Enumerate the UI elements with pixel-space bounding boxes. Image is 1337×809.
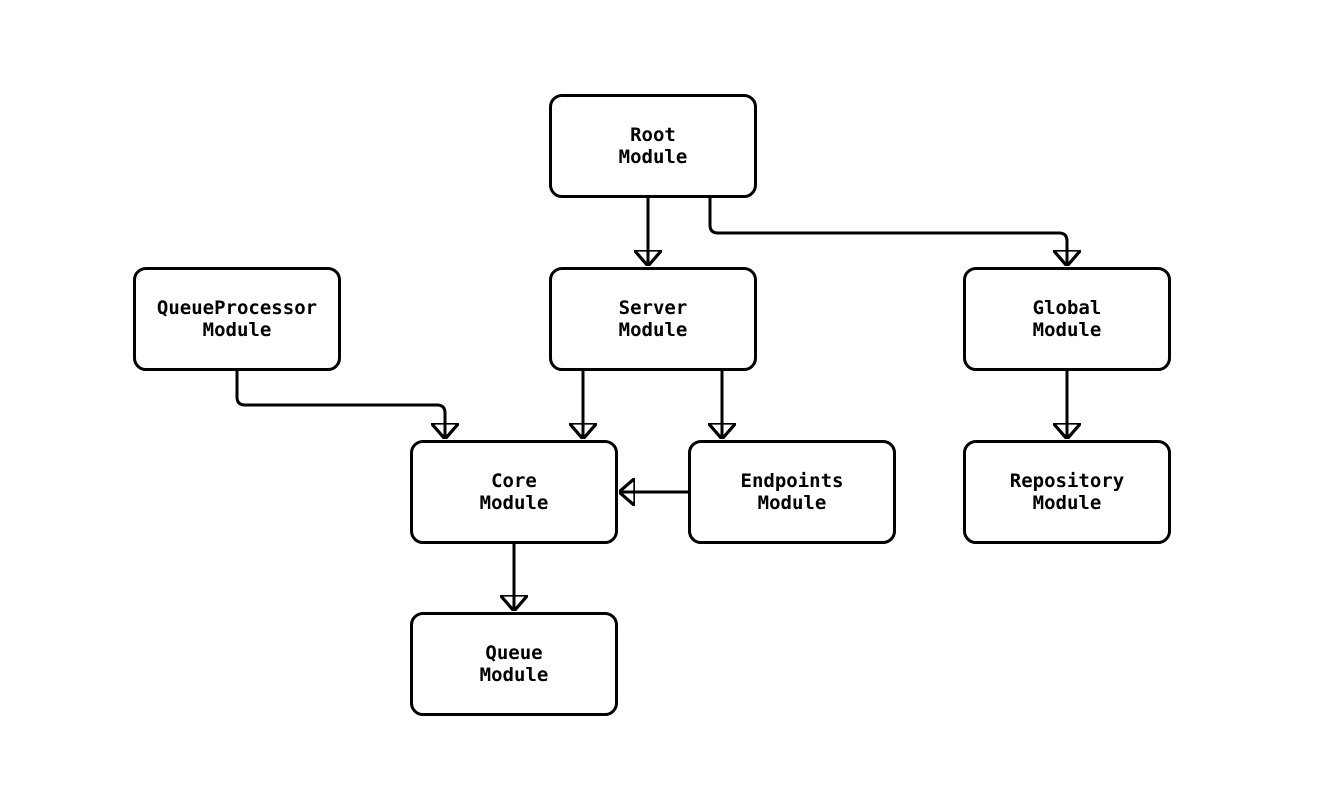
node-root-module: Root Module bbox=[549, 94, 757, 198]
node-label-line2: Module bbox=[618, 146, 688, 168]
node-label-line1: Global bbox=[1032, 297, 1102, 319]
node-label-line2: Module bbox=[1032, 492, 1102, 514]
node-queueprocessor-module: QueueProcessor Module bbox=[133, 267, 341, 371]
node-global-module: Global Module bbox=[963, 267, 1171, 371]
node-label-line2: Module bbox=[1032, 319, 1102, 341]
node-queue-module: Queue Module bbox=[410, 612, 618, 716]
node-label-line2: Module bbox=[479, 492, 549, 514]
node-label-line1: Root bbox=[630, 124, 676, 146]
node-label-line1: Endpoints bbox=[740, 470, 844, 492]
node-label-line1: QueueProcessor bbox=[156, 297, 318, 319]
node-label-line1: Server bbox=[618, 297, 688, 319]
node-core-module: Core Module bbox=[410, 440, 618, 544]
node-label-line2: Module bbox=[479, 664, 549, 686]
node-label-line1: Queue bbox=[485, 642, 543, 664]
node-label-line1: Core bbox=[491, 470, 537, 492]
node-label-line2: Module bbox=[757, 492, 827, 514]
node-endpoints-module: Endpoints Module bbox=[688, 440, 896, 544]
node-label-line2: Module bbox=[202, 319, 272, 341]
node-label-line2: Module bbox=[618, 319, 688, 341]
node-server-module: Server Module bbox=[549, 267, 757, 371]
edge-root-to-global bbox=[708, 198, 1067, 265]
node-label-line1: Repository bbox=[1009, 470, 1125, 492]
node-repository-module: Repository Module bbox=[963, 440, 1171, 544]
edge-queueprocessor-to-core bbox=[235, 371, 445, 438]
